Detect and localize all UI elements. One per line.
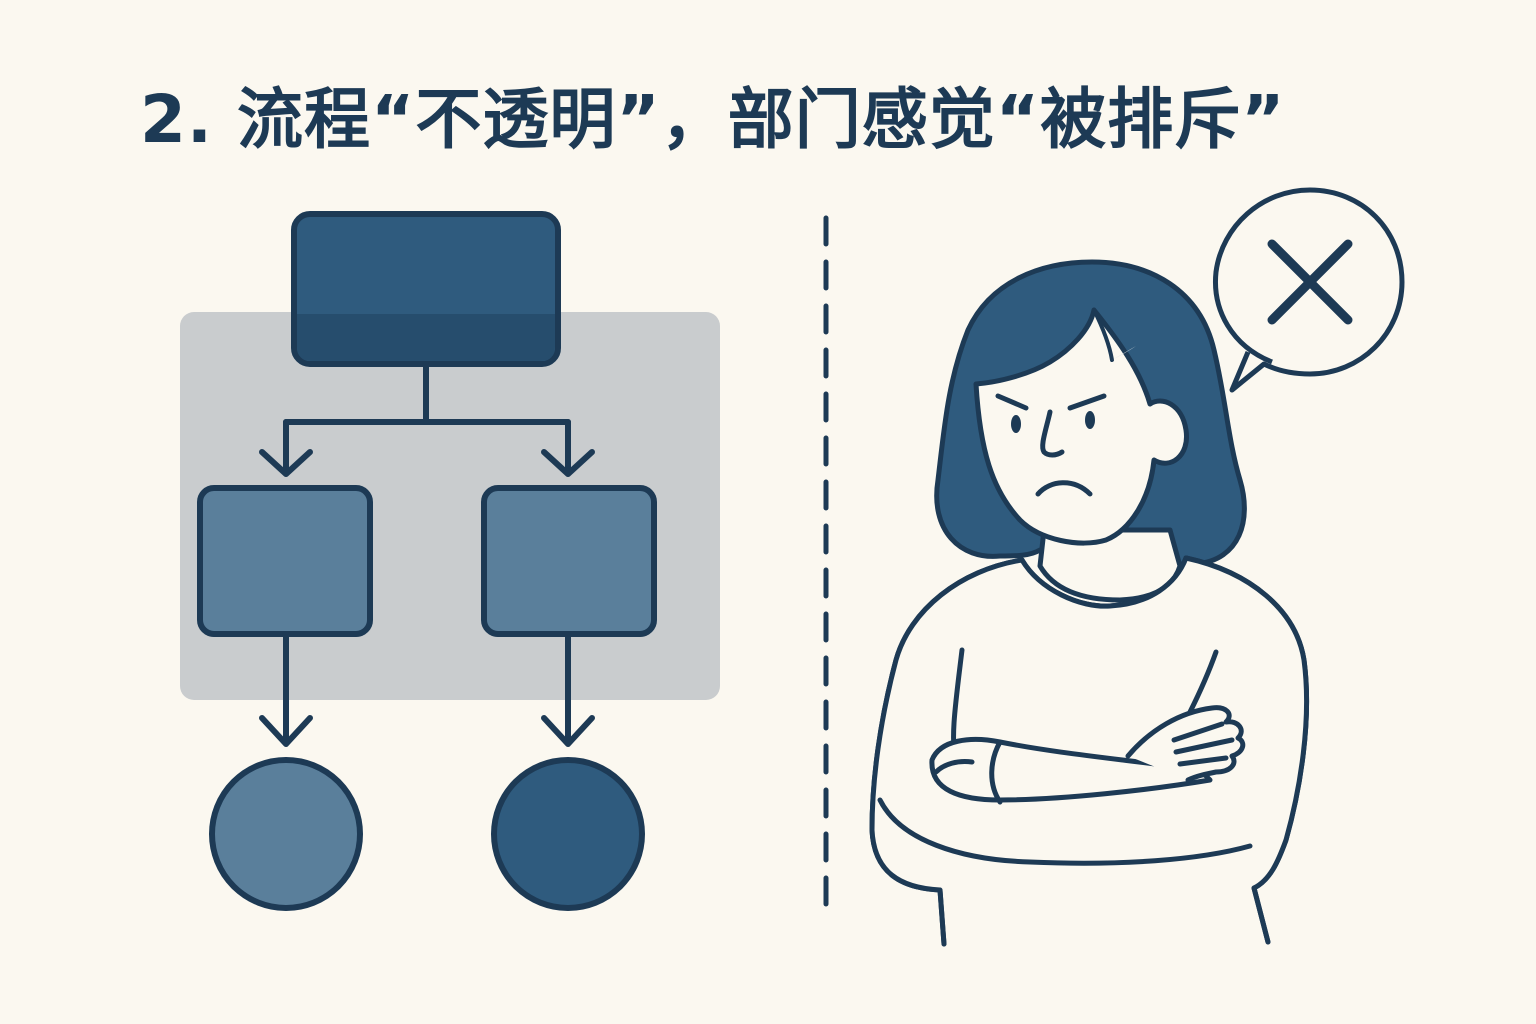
eye-left — [1011, 415, 1021, 433]
sleeve-cuff — [989, 739, 1003, 805]
outcome-circle-right — [491, 757, 645, 911]
process-flow-diagram — [180, 211, 720, 911]
rejection-speech-bubble — [1213, 187, 1405, 393]
page-title: 2. 流程“不透明”，部门感觉“被排斥” — [140, 81, 1286, 158]
connectors — [259, 361, 595, 747]
eyebrow-right — [1067, 393, 1107, 411]
frown-mouth — [1035, 480, 1093, 497]
middle-process-box-left — [197, 485, 373, 637]
crossed-forearm-lower — [877, 797, 1253, 866]
right-arm-edge — [1187, 649, 1219, 715]
eyebrow-left — [995, 393, 1029, 411]
top-box-overlap-shade — [297, 314, 555, 361]
outcome-circle-left — [209, 757, 363, 911]
eye-right — [1085, 411, 1095, 429]
x-mark-icon — [1267, 239, 1353, 325]
torso-fill — [872, 558, 1307, 890]
excluded-person — [869, 259, 1310, 947]
crossed-forearm-upper — [929, 736, 1213, 803]
nose — [1040, 409, 1065, 458]
middle-process-box-right — [481, 485, 657, 637]
face — [973, 307, 1189, 546]
